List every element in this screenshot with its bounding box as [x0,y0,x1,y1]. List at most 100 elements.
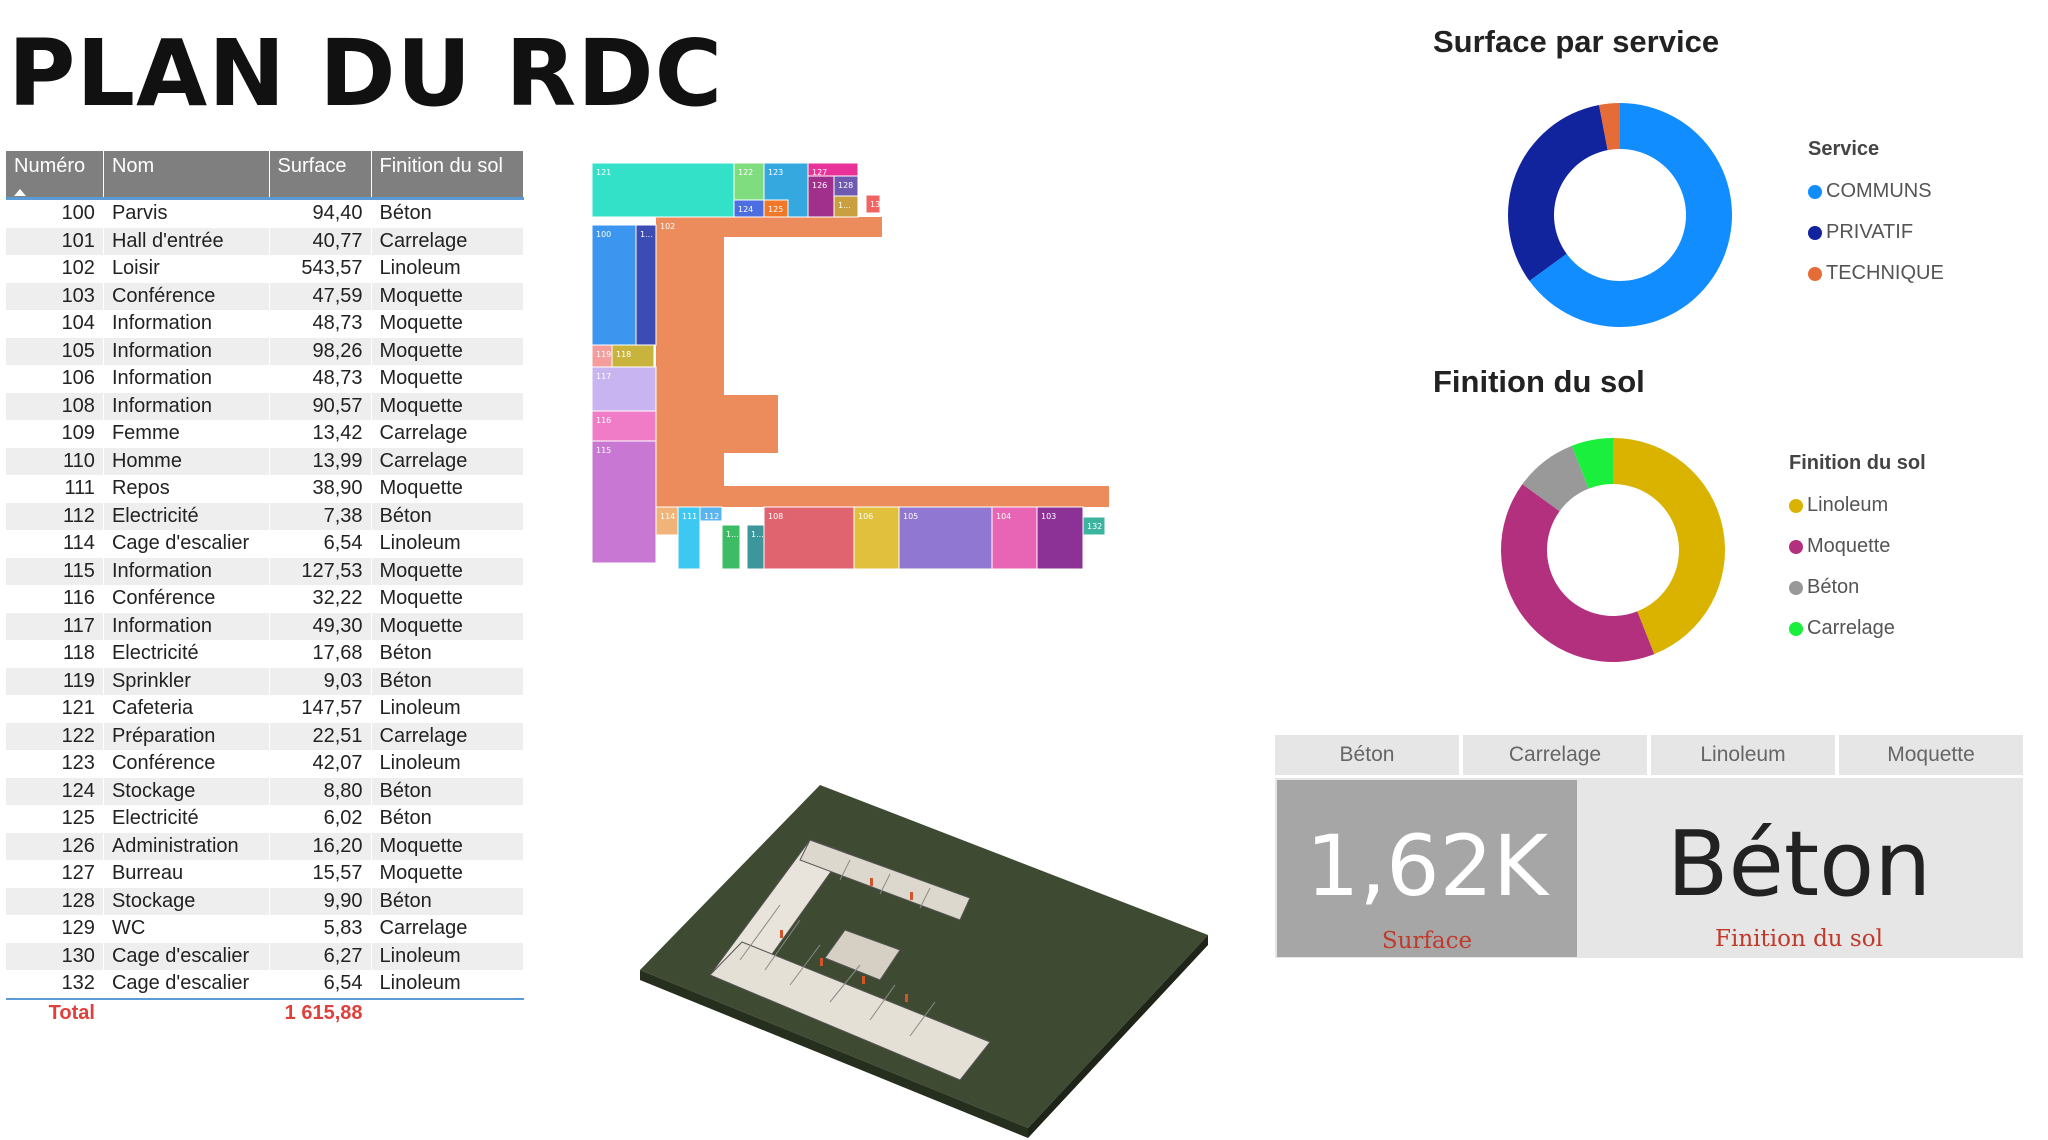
cell-finition: Moquette [371,557,525,585]
plan-room-label: 104 [996,512,1011,521]
cell-finition: Béton [371,805,525,833]
cell-surface: 40,77 [269,227,372,255]
plan-room[interactable] [807,175,835,218]
plan-room[interactable] [592,224,637,346]
donut-slice-carrelage[interactable] [1571,438,1613,489]
cell-finition: Moquette [371,612,525,640]
column-header-nom[interactable]: Nom [103,151,270,200]
cell-nom: Electricité [103,640,270,668]
plan-room-label: 103 [1041,512,1056,521]
column-header-surface[interactable]: Surface [269,151,372,200]
donut-slice-communs[interactable] [1529,103,1732,327]
iso-walls [739,859,936,1037]
plan-room[interactable] [1082,516,1106,536]
plan-room[interactable] [991,506,1038,570]
legend-item-technique[interactable]: TECHNIQUE [1808,253,1944,294]
slicer-button-linoleum[interactable]: Linoleum [1651,735,1835,775]
cell-finition: Linoleum [371,970,525,999]
plan-room[interactable] [763,199,789,218]
slicer-button-beton[interactable]: Béton [1275,735,1459,775]
plan-room[interactable] [677,506,701,570]
legend-item-carrelage[interactable]: Carrelage [1789,608,1926,649]
plan-room[interactable] [592,440,657,564]
plan-room[interactable] [592,162,735,218]
legend-item-privatif[interactable]: PRIVATIF [1808,212,1944,253]
slicer-button-carrelage[interactable]: Carrelage [1463,735,1647,775]
cell-surface: 6,27 [269,942,372,970]
donut-slice-technique[interactable] [1599,103,1620,151]
plan-room[interactable] [1036,506,1084,570]
plan-room-label: 130 [870,200,885,209]
plan-room[interactable] [833,195,859,218]
plan-room[interactable] [699,506,723,522]
sol-donut-chart [1501,438,1725,662]
donut-slice-moquette[interactable] [1501,484,1655,662]
total-surface: 1 615,88 [269,997,372,1028]
sort-ascending-icon[interactable] [14,189,26,196]
donut-slice-privatif[interactable] [1508,104,1608,281]
plan-room-label: 100 [596,230,611,239]
legend-item-beton[interactable]: Béton [1789,567,1926,608]
donut-slice-linoleum[interactable] [1613,438,1725,655]
iso-wing-south [709,941,991,1081]
plan-room[interactable] [763,506,855,570]
donut-slice-béton[interactable] [1522,445,1589,512]
cell-nom: Préparation [103,722,270,750]
cell-surface: 7,38 [269,502,372,530]
cell-surface: 22,51 [269,722,372,750]
cell-surface: 543,57 [269,255,372,283]
plan-room[interactable] [865,194,881,214]
plan-room-label: 1... [640,230,653,239]
legend-item-linoleum[interactable]: Linoleum [1789,485,1926,526]
cell-nom: Stockage [103,777,270,805]
column-header-finition[interactable]: Finition du sol [371,151,525,200]
legend-item-moquette[interactable]: Moquette [1789,526,1926,567]
slicer-button-moquette[interactable]: Moquette [1839,735,2023,775]
cell-nom: Information [103,612,270,640]
legend-swatch-beton [1789,580,1803,595]
column-header-numero[interactable]: Numéro [6,151,104,200]
plan-room[interactable] [733,162,765,201]
legend-item-communs[interactable]: COMMUNS [1808,171,1944,212]
cell-surface: 13,99 [269,447,372,475]
cell-finition: Moquette [371,475,525,503]
plan-room[interactable] [635,224,657,346]
cell-surface: 98,26 [269,337,372,365]
cell-numero: 108 [6,392,104,420]
cell-surface: 94,40 [269,198,372,228]
service-donut-chart [1508,103,1732,327]
plan-room[interactable] [853,506,900,570]
plan-room[interactable] [721,524,741,570]
cell-surface: 17,68 [269,640,372,668]
plan-room[interactable] [898,506,993,570]
